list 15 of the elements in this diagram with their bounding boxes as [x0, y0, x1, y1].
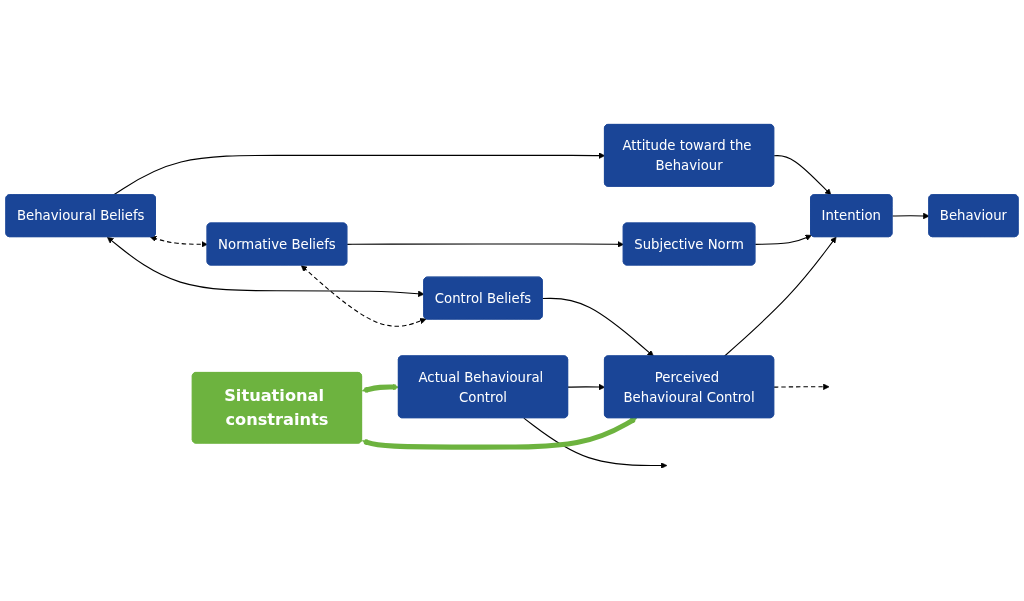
arrow	[523, 417, 668, 469]
arrow	[361, 383, 400, 393]
arrow	[773, 155, 832, 196]
arrow	[361, 417, 637, 450]
arrow	[107, 236, 425, 297]
arrow	[754, 234, 812, 245]
arrow	[542, 297, 654, 357]
arrow	[891, 212, 930, 220]
arrow	[346, 241, 624, 248]
arrow	[300, 265, 427, 327]
arrow	[150, 235, 208, 248]
arrow	[112, 152, 606, 196]
arrow	[723, 236, 837, 357]
arrow	[567, 383, 606, 391]
arrow	[773, 383, 830, 391]
